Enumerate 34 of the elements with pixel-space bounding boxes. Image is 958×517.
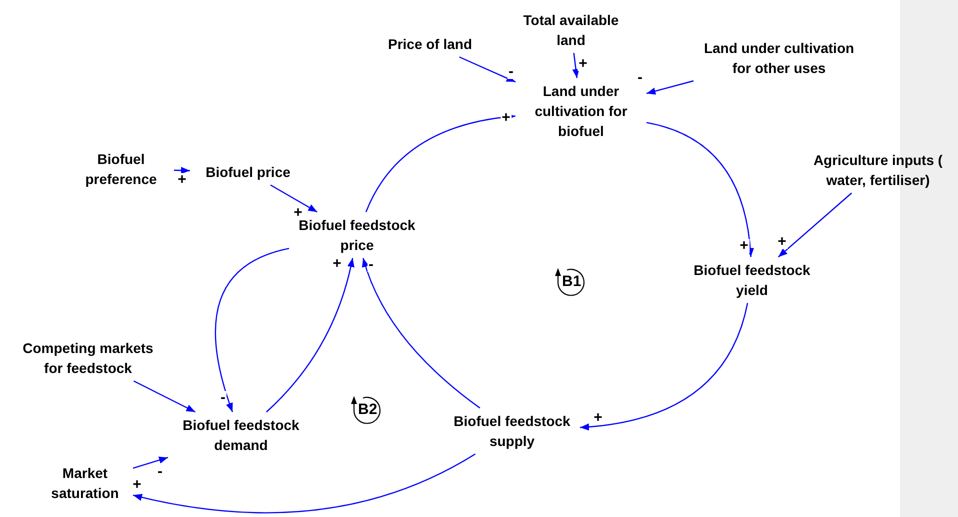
variable-label: Market saturation [50, 464, 120, 503]
variable-label: Biofuel feedstock yield [692, 261, 812, 300]
variable-label: Agriculture inputs ( water, fertiliser) [812, 151, 944, 190]
loop-label: B2 [358, 401, 378, 419]
causal-arrow [459, 56, 516, 82]
causal-arrow [572, 52, 580, 78]
variable-label: Land under cultivation for other uses [702, 39, 856, 78]
causal-arrow [365, 113, 516, 212]
polarity-sign: + [738, 239, 750, 253]
causal-arrow [132, 453, 476, 514]
causal-arrow [214, 248, 290, 412]
causal-arrow [266, 258, 354, 412]
polarity-sign: + [776, 235, 788, 249]
causal-arrow [174, 166, 190, 174]
causal-arrow [778, 192, 852, 258]
polarity-sign: - [220, 391, 226, 405]
causal-arrow [132, 456, 168, 469]
variable-label: Biofuel price [204, 163, 292, 182]
variable-label: Price of land [386, 35, 474, 54]
causal-arrow [646, 122, 754, 258]
variable-label: Land under cultivation for biofuel [534, 82, 628, 141]
variable-label: Biofuel feedstock supply [452, 412, 572, 451]
polarity-sign: + [592, 411, 604, 425]
causal-arrow [362, 258, 480, 408]
causal-arrow [270, 184, 318, 213]
variable-label: Competing markets for feedstock [22, 339, 154, 378]
variable-label: Biofuel preference [84, 150, 158, 189]
causal-arrow [646, 80, 694, 95]
loop-label: B1 [562, 273, 582, 291]
causal-arrow [580, 302, 748, 430]
causal-arrow [133, 380, 196, 413]
variable-label: Biofuel feedstock demand [182, 416, 300, 455]
polarity-sign: + [578, 57, 588, 71]
variable-label: Total available land [522, 11, 620, 50]
